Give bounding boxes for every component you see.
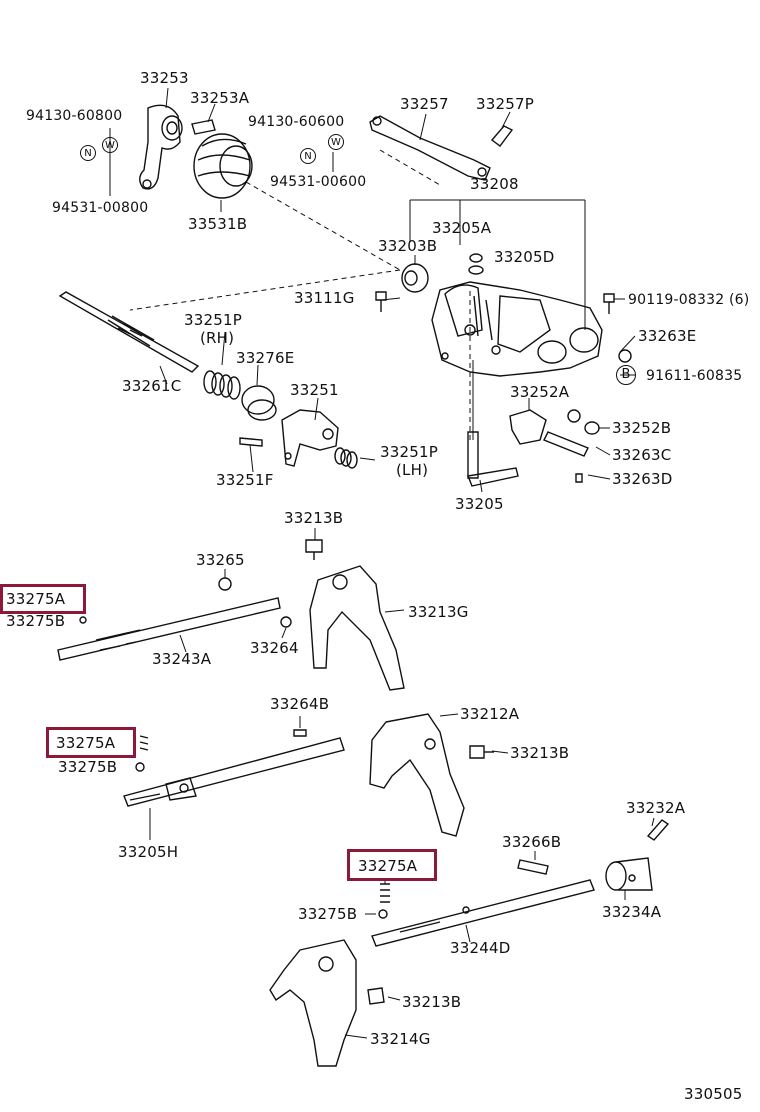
label-33275a-1[interactable]: 33275A — [6, 590, 66, 608]
label-94531-00800[interactable]: 94531-00800 — [52, 200, 149, 216]
fork-bolt-3 — [367, 987, 385, 1005]
shift-fork-3 — [269, 939, 357, 1067]
interlock-parts — [509, 409, 600, 483]
label-33265[interactable]: 33265 — [196, 551, 245, 569]
leader-lines — [109, 87, 655, 1039]
label-33275a-3[interactable]: 33275A — [358, 857, 418, 875]
label-33275b-3[interactable]: 33275B — [298, 905, 358, 923]
roll-pin-2 — [517, 859, 549, 875]
detent-spring-3 — [380, 883, 390, 903]
fork-bolt-2 — [469, 745, 494, 759]
bolt-symbol-icon: B — [616, 365, 636, 385]
label-33261c[interactable]: 33261C — [122, 377, 182, 395]
highlight-33275a-2 — [46, 727, 136, 758]
label-33531b[interactable]: 33531B — [188, 215, 248, 233]
nut-symbol-icon: N — [300, 148, 316, 164]
roll-pin-3 — [646, 819, 670, 841]
shift-boot — [193, 133, 253, 199]
label-33251[interactable]: 33251 — [290, 381, 339, 399]
detent-ball-3 — [378, 909, 388, 919]
highlight-33275a-1 — [0, 584, 86, 614]
label-33253[interactable]: 33253 — [140, 69, 189, 87]
label-lh: (LH) — [396, 461, 429, 479]
label-33244d[interactable]: 33244D — [450, 939, 511, 957]
label-33263c[interactable]: 33263C — [612, 446, 672, 464]
label-33205h[interactable]: 33205H — [118, 843, 179, 861]
label-33213g[interactable]: 33213G — [408, 603, 469, 621]
detent-ball-2 — [135, 762, 145, 772]
label-33208[interactable]: 33208 — [470, 175, 519, 193]
label-33266b[interactable]: 33266B — [502, 833, 562, 851]
label-91611-60835[interactable]: 91611-60835 — [646, 368, 743, 384]
spring-lh — [334, 447, 358, 469]
label-33257[interactable]: 33257 — [400, 95, 449, 113]
shift-lever-assembly — [139, 104, 216, 190]
washer-symbol-icon: W — [102, 137, 118, 153]
label-94130-60800[interactable]: 94130-60800 — [26, 108, 123, 124]
fork-shaft-3 — [371, 879, 595, 947]
fork-bolt-1 — [305, 539, 323, 560]
label-90119-08332[interactable]: 90119-08332 (6) — [628, 292, 750, 308]
label-33243a[interactable]: 33243A — [152, 650, 212, 668]
fork-shaft-2 — [123, 737, 345, 807]
label-33275b-2[interactable]: 33275B — [58, 758, 118, 776]
detent-spring-2 — [139, 735, 149, 751]
dashed-guides — [129, 149, 471, 440]
label-33264b[interactable]: 33264B — [270, 695, 330, 713]
label-33257p[interactable]: 33257P — [476, 95, 534, 113]
label-94130-60600[interactable]: 94130-60600 — [248, 114, 345, 130]
label-33251f[interactable]: 33251F — [216, 471, 274, 489]
label-33234a[interactable]: 33234A — [602, 903, 662, 921]
shift-shaft — [58, 291, 200, 373]
housing-bolts — [375, 291, 632, 363]
label-33263d[interactable]: 33263D — [612, 470, 673, 488]
bushing — [401, 263, 429, 293]
detent-ball — [218, 577, 232, 591]
label-33232a[interactable]: 33232A — [626, 799, 686, 817]
label-33111g[interactable]: 33111G — [294, 289, 355, 307]
label-33251p-lh[interactable]: 33251P — [380, 443, 438, 461]
label-33212a[interactable]: 33212A — [460, 705, 520, 723]
label-33275b-1[interactable]: 33275B — [6, 612, 66, 630]
highlight-33275a-3 — [347, 849, 437, 881]
label-33213b-1[interactable]: 33213B — [284, 509, 344, 527]
label-33275a-2[interactable]: 33275A — [56, 734, 116, 752]
fork-shaft-1 — [57, 597, 292, 661]
shift-housing — [431, 281, 603, 377]
label-33251p-rh[interactable]: 33251P — [184, 311, 242, 329]
label-33213b-3[interactable]: 33213B — [402, 993, 462, 1011]
roll-pin-1 — [293, 729, 307, 737]
diagram-id: 330505 — [684, 1085, 743, 1103]
label-33276e[interactable]: 33276E — [236, 349, 295, 367]
label-33214g[interactable]: 33214G — [370, 1030, 431, 1048]
label-94531-00600[interactable]: 94531-00600 — [270, 174, 367, 190]
label-33213b-2[interactable]: 33213B — [510, 744, 570, 762]
shift-fork-2 — [369, 713, 465, 837]
label-33205a[interactable]: 33205A — [432, 219, 492, 237]
inner-lever — [239, 409, 339, 467]
shift-head — [605, 857, 653, 891]
nut-symbol-icon: N — [80, 145, 96, 161]
shift-fork-1 — [309, 565, 405, 691]
collar — [241, 385, 277, 421]
label-rh: (RH) — [200, 329, 235, 347]
label-33252b[interactable]: 33252B — [612, 419, 672, 437]
detent-ball-1 — [79, 616, 87, 624]
label-33263e[interactable]: 33263E — [638, 327, 697, 345]
spring-rh — [203, 370, 241, 400]
detent-pin — [467, 431, 519, 487]
label-33205[interactable]: 33205 — [455, 495, 504, 513]
label-33264[interactable]: 33264 — [250, 639, 299, 657]
washer-symbol-icon: W — [328, 134, 344, 150]
label-33203b[interactable]: 33203B — [378, 237, 438, 255]
label-33252a[interactable]: 33252A — [510, 383, 570, 401]
label-33253a[interactable]: 33253A — [190, 89, 250, 107]
label-33205d[interactable]: 33205D — [494, 248, 555, 266]
washer-set — [468, 253, 484, 275]
selector-lever — [369, 115, 514, 181]
